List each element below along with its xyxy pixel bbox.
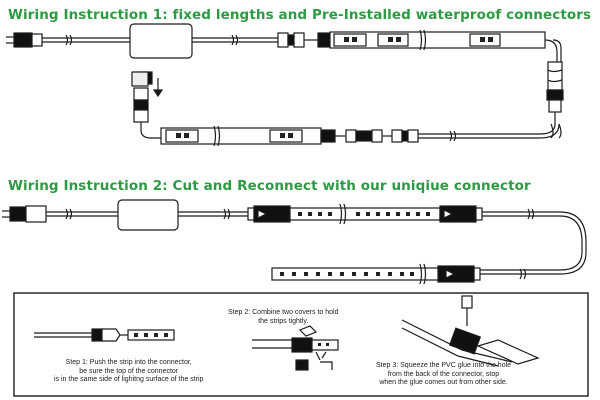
step-1-line-1: Step 1: Push the strip into the connecto… <box>65 359 192 366</box>
step-2-text: Step 2: Combine two covers to hold the s… <box>228 309 339 326</box>
instruction-2-title: Wiring Instruction 2: Cut and Reconnect … <box>8 178 531 194</box>
controller-box-icon <box>117 199 179 231</box>
power-plug-icon <box>2 205 47 223</box>
step-3-line-1: Step 3: Squeeze the PVC glue into the ho… <box>376 362 512 369</box>
glue-tube-icon <box>461 295 473 326</box>
step-3-text: Step 3: Squeeze the PVC glue into the ho… <box>376 362 511 388</box>
led-strip-icon <box>160 125 322 147</box>
step-3-line-3: when the glue comes out from other side. <box>379 379 508 386</box>
step-1-text: Step 1: Push the strip into the connecto… <box>54 359 203 385</box>
arrow-down-icon <box>152 78 164 98</box>
led-dots <box>134 37 493 346</box>
step-3-line-2: from the back of the connector, stop <box>387 370 500 378</box>
led-strip-icon <box>317 29 546 51</box>
power-plug-icon <box>6 32 43 48</box>
step-1-line-2: be sure the top of the connector <box>79 367 179 375</box>
connector-cap-icon <box>91 328 103 342</box>
waterproof-connector-icon <box>247 205 291 223</box>
step-1-line-3: is in the same side of lighitng surface … <box>54 376 204 383</box>
step-2-line-2: the strips tightly. <box>258 317 309 325</box>
controller-box-icon <box>129 23 193 59</box>
instruction-1-title: Wiring Instruction 1: fixed lengths and … <box>8 7 592 23</box>
step-2-line-1: Step 2: Combine two covers to hold <box>228 309 339 316</box>
waterproof-connector-icon <box>277 32 305 48</box>
